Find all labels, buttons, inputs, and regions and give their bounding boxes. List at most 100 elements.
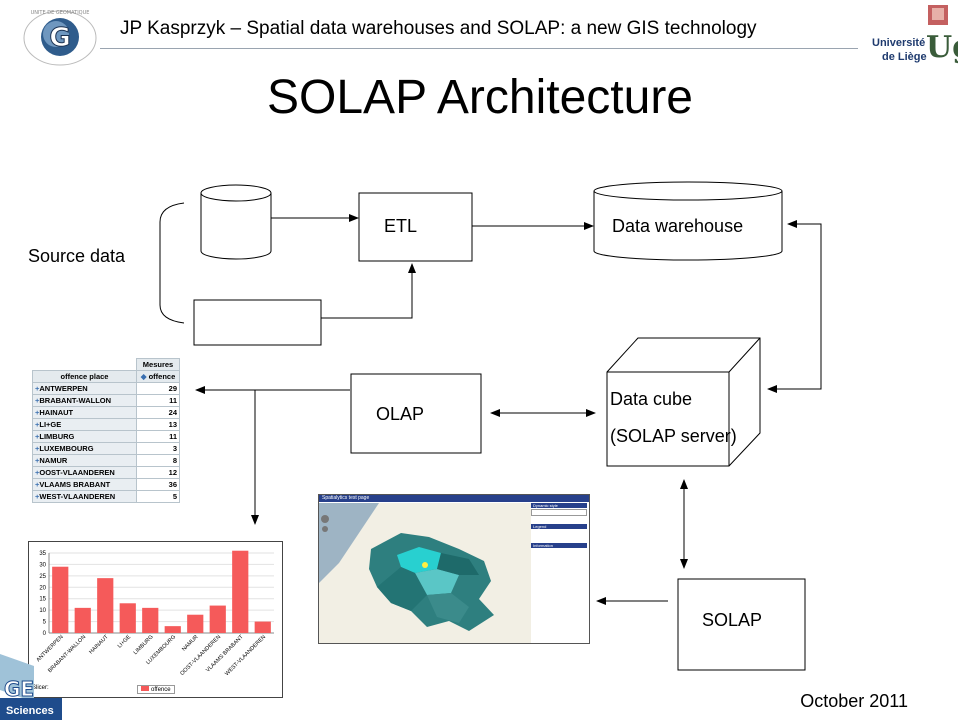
chart-bar xyxy=(254,621,271,633)
geomatique-logo: G UNITE DE GEOMATIQUE xyxy=(18,4,102,70)
place-name: LUXEMBOURG xyxy=(39,444,94,453)
legend-swatch xyxy=(141,686,149,691)
ulg-logo-line2: de Liège xyxy=(882,51,927,63)
expand-icon[interactable]: + xyxy=(35,420,40,429)
table-cell-value: 36 xyxy=(136,478,180,491)
chart-bar xyxy=(119,603,136,633)
geosciences-logo: GE Sciences xyxy=(0,646,64,720)
source-database-cylinder xyxy=(200,184,272,260)
y-tick-label: 5 xyxy=(43,620,47,626)
legend-label: offence xyxy=(151,687,171,693)
table-cell-value: 3 xyxy=(136,442,180,455)
x-tick-label: WEST-VLAANDEREN xyxy=(224,634,267,677)
data-warehouse-label: Data warehouse xyxy=(612,216,744,236)
table-cell-place[interactable]: +NAMUR xyxy=(32,454,137,467)
chart-slicer-label: Slicer: xyxy=(32,685,49,691)
place-name: LIMBURG xyxy=(39,432,75,441)
y-tick-label: 25 xyxy=(39,574,46,580)
table-cell-value: 29 xyxy=(136,382,180,395)
table-cell-place[interactable]: +WEST-VLAANDEREN xyxy=(32,490,137,503)
footer-date: October 2011 xyxy=(800,691,908,711)
expand-icon[interactable]: + xyxy=(35,396,40,405)
y-tick-label: 20 xyxy=(39,585,46,591)
y-tick-label: 10 xyxy=(39,608,46,614)
header-title: JP Kasprzyk – Spatial data warehouses an… xyxy=(120,18,757,39)
x-tick-label: OOST-VLAANDEREN xyxy=(179,634,222,677)
table-cell-place[interactable]: +LI+GE xyxy=(32,418,137,431)
chart-bar xyxy=(142,607,159,633)
expand-icon[interactable]: + xyxy=(35,384,40,393)
table-cell-value: 13 xyxy=(136,418,180,431)
y-tick-label: 0 xyxy=(43,631,47,637)
expand-icon[interactable]: + xyxy=(35,432,40,441)
ulg-logo-line1: Université xyxy=(872,37,925,49)
map-side-panel: Dynamic style Legend Information xyxy=(531,503,587,641)
table-cell-place[interactable]: +OOST-VLAANDEREN xyxy=(32,466,137,479)
x-tick-label: NAMUR xyxy=(181,634,200,653)
place-name: LI+GE xyxy=(39,420,62,429)
place-name: BRABANT-WALLON xyxy=(39,396,112,405)
etl-box xyxy=(358,192,473,262)
map-screenshot: Spatialytics test page Dynamic style Leg… xyxy=(318,494,590,644)
solap-label: SOLAP xyxy=(702,610,763,630)
table-cell-place[interactable]: +ANTWERPEN xyxy=(32,382,137,395)
ulg-logo: Ug Université de Liège xyxy=(866,2,960,68)
table-col-measure: ◆ offence xyxy=(136,370,180,383)
y-tick-label: 35 xyxy=(39,551,46,557)
map-legend-header: Legend xyxy=(531,524,587,529)
slide-title: SOLAP Architecture xyxy=(267,71,693,124)
belgium-map xyxy=(319,503,531,643)
place-name: ANTWERPEN xyxy=(39,384,88,393)
svg-text:UNITE DE GEOMATIQUE: UNITE DE GEOMATIQUE xyxy=(31,10,90,16)
chart-bar xyxy=(74,607,91,633)
solap-server-label: (SOLAP server) xyxy=(610,426,737,446)
map-panel-header: Dynamic style xyxy=(531,503,587,508)
table-cell-place[interactable]: +HAINAUT xyxy=(32,406,137,419)
header-divider xyxy=(100,48,858,49)
expand-icon[interactable]: + xyxy=(35,408,40,417)
table-header-measures: Mesures xyxy=(136,358,180,371)
table-cell-place[interactable]: +LIMBURG xyxy=(32,430,137,443)
place-name: OOST-VLAANDEREN xyxy=(39,468,115,477)
chart-bar xyxy=(232,550,249,633)
table-cell-value: 12 xyxy=(136,466,180,479)
table-cell-place[interactable]: +LUXEMBOURG xyxy=(32,442,137,455)
map-style-select[interactable] xyxy=(531,509,587,516)
expand-icon[interactable]: + xyxy=(35,492,40,501)
expand-icon[interactable]: + xyxy=(35,456,40,465)
table-cell-place[interactable]: +VLAAMS BRABANT xyxy=(32,478,137,491)
place-name: WEST-VLAANDEREN xyxy=(39,492,116,501)
table-cell-value: 24 xyxy=(136,406,180,419)
chart-bar xyxy=(97,578,114,633)
y-tick-label: 15 xyxy=(39,597,46,603)
table-cell-value: 11 xyxy=(136,430,180,443)
geomatique-logo-letter: G xyxy=(49,23,70,53)
place-name: NAMUR xyxy=(39,456,68,465)
arrow-file-to-etl xyxy=(321,263,416,319)
expand-icon[interactable]: + xyxy=(35,444,40,453)
x-tick-label: HAINAUT xyxy=(88,634,110,656)
svg-text:GE: GE xyxy=(4,677,34,701)
table-cell-value: 5 xyxy=(136,490,180,503)
map-title: Spatialytics test page xyxy=(319,495,589,502)
expand-icon[interactable]: + xyxy=(35,468,40,477)
chart-legend: offence xyxy=(137,685,175,694)
olap-label: OLAP xyxy=(376,404,425,424)
expand-icon[interactable]: + xyxy=(35,480,40,489)
table-cell-value: 8 xyxy=(136,454,180,467)
data-cube-label: Data cube xyxy=(610,389,693,409)
solap-box xyxy=(677,578,806,671)
ulg-logo-letters: Ug xyxy=(926,30,958,65)
chart-bar xyxy=(52,566,69,633)
table-cell-place[interactable]: +BRABANT-WALLON xyxy=(32,394,137,407)
table-col-place: offence place xyxy=(32,370,137,383)
arrow-warehouse-cube xyxy=(767,220,822,393)
measures-table: Mesures offence place◆ offence +ANTWERPE… xyxy=(32,358,180,503)
